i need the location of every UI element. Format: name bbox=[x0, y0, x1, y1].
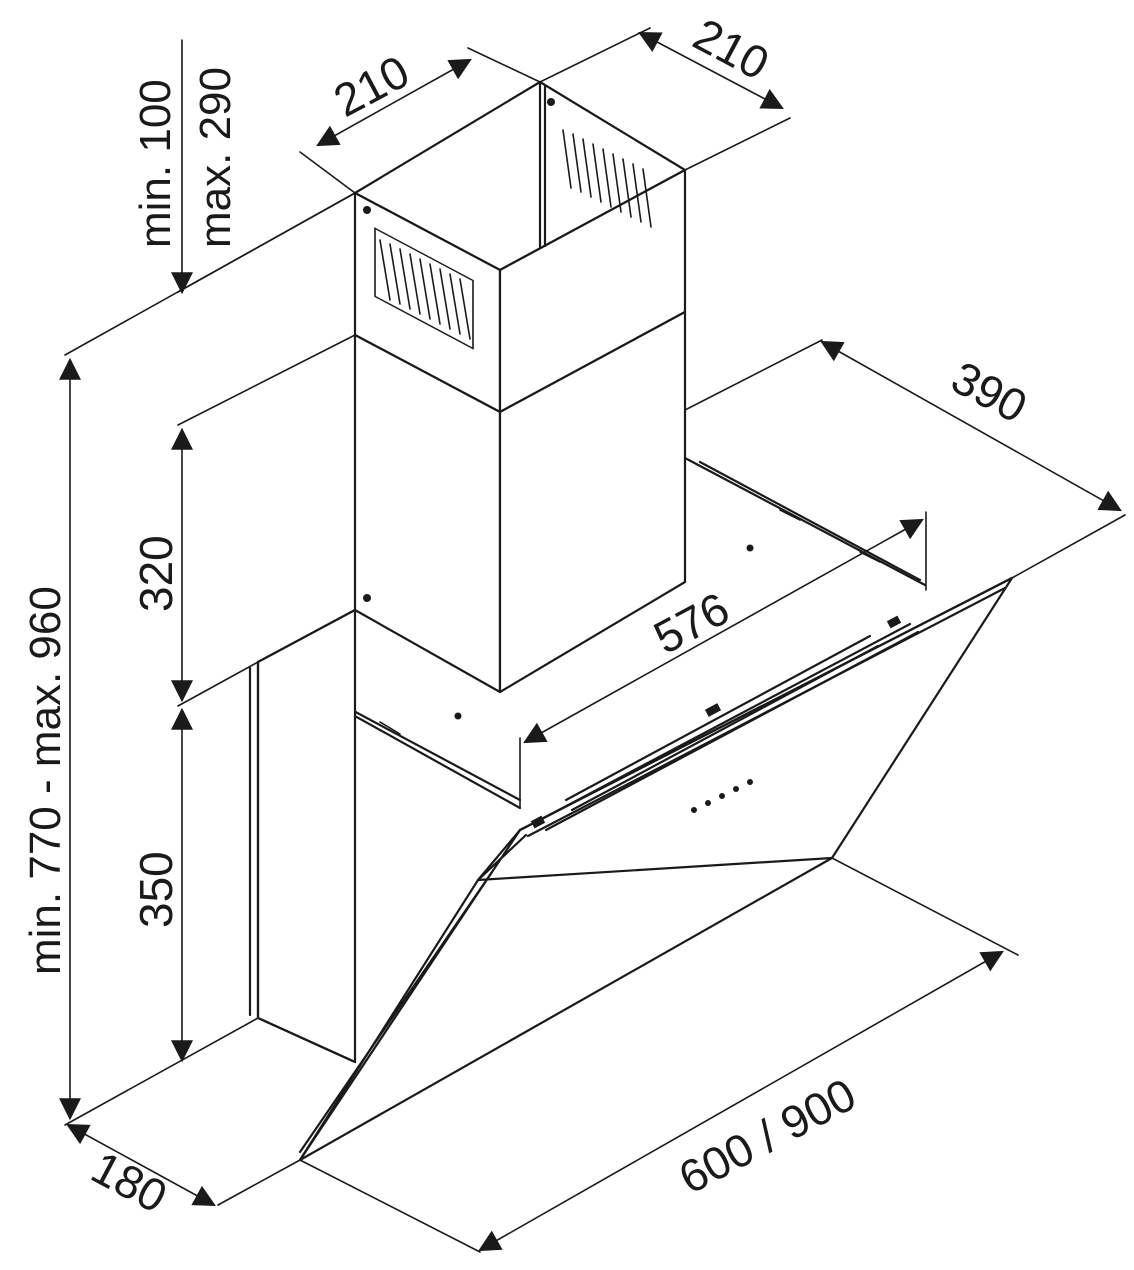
glass-panel bbox=[298, 576, 1014, 1162]
dim-line-duct-width-left bbox=[316, 58, 472, 147]
label-duct-overlap-min: min. 100 bbox=[131, 79, 180, 248]
extension-lines bbox=[64, 27, 1126, 1253]
label-duct-width-left: 210 bbox=[325, 45, 417, 127]
label-body-height: 350 bbox=[130, 851, 182, 928]
dim-line-bottom-depth bbox=[66, 1123, 216, 1207]
upper-duct bbox=[353, 80, 687, 414]
dim-line-hood-width bbox=[478, 950, 1004, 1252]
label-bottom-depth: 180 bbox=[83, 1141, 175, 1223]
label-total-height: min. 770 - max. 960 bbox=[21, 586, 70, 975]
dim-line-mount-width bbox=[523, 518, 924, 744]
vent-slots-icon bbox=[374, 129, 652, 350]
dimension-lines bbox=[59, 31, 1122, 1252]
dim-line-duct-width-right bbox=[638, 31, 784, 110]
control-buttons-icon bbox=[691, 779, 753, 813]
label-depth: 390 bbox=[943, 351, 1035, 433]
hood-body bbox=[248, 608, 357, 1064]
label-duct-width-right: 210 bbox=[685, 8, 777, 90]
dim-line-depth bbox=[820, 340, 1122, 512]
label-duct-overlap-max: max. 290 bbox=[191, 67, 240, 248]
label-duct-height: 320 bbox=[130, 535, 182, 612]
label-hood-width: 600 / 900 bbox=[670, 1068, 864, 1204]
